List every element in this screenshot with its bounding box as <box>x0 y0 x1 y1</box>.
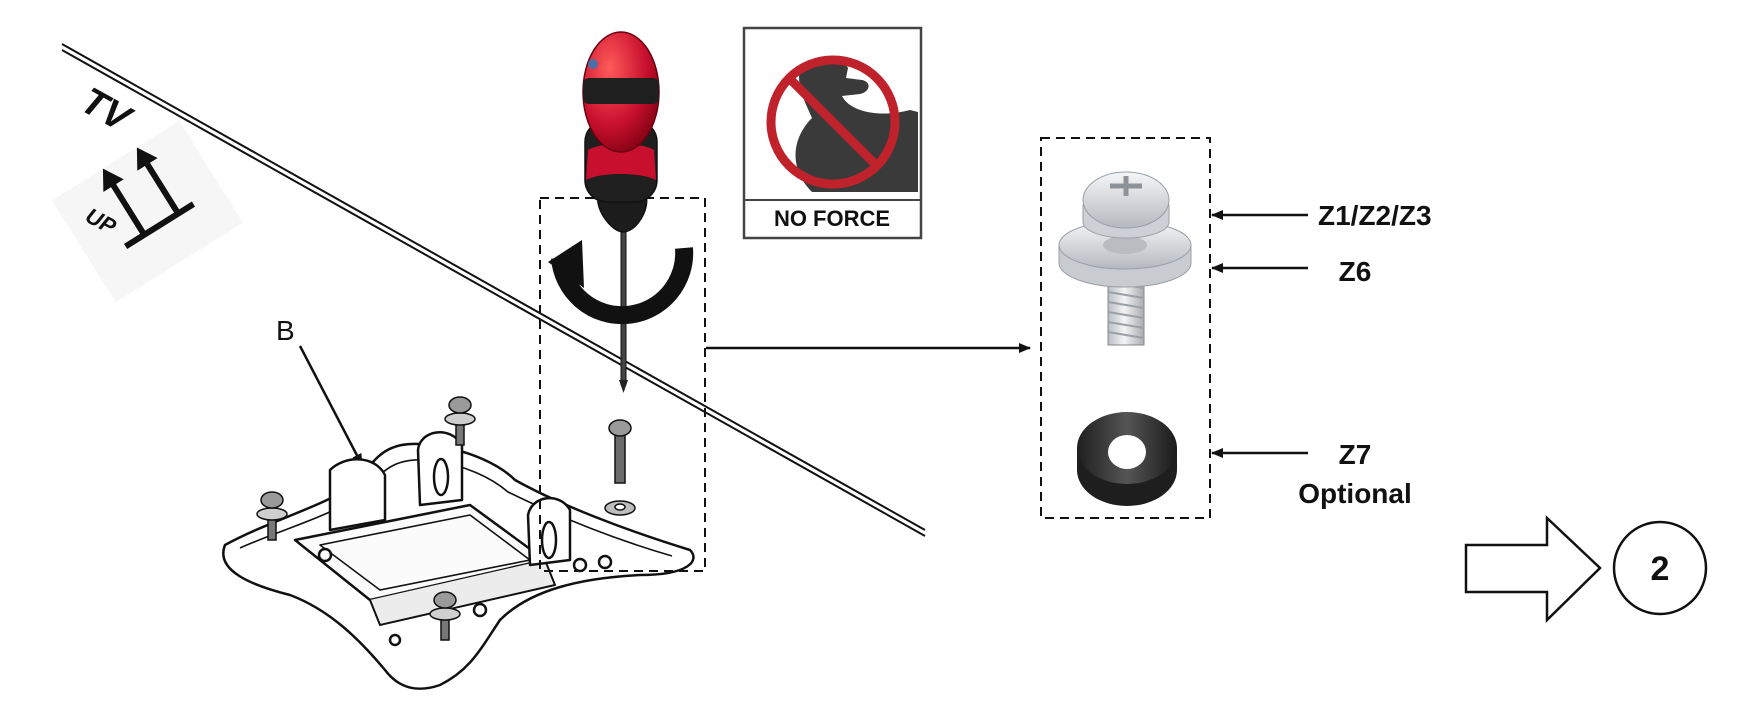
loose-washer <box>604 500 636 516</box>
bracket-screws <box>256 396 636 641</box>
bracket-screw <box>444 396 476 446</box>
rotate-arrow-icon <box>548 240 694 325</box>
part-callouts <box>1211 210 1308 458</box>
part-label-z1-z2-z3: Z1/Z2/Z3 <box>1318 200 1432 231</box>
no-force-icon <box>766 55 918 192</box>
part-note-z7: Optional <box>1298 478 1412 509</box>
loose-screw <box>608 419 632 484</box>
screw-head <box>1082 171 1170 239</box>
up-arrows-icon <box>52 120 243 303</box>
step-number-circle <box>1612 520 1708 616</box>
step-number: 2 <box>1651 550 1670 588</box>
bracket-plate <box>222 431 695 690</box>
next-step-indicator[interactable]: 2 <box>1464 515 1708 623</box>
part-label-z7: Z7 <box>1339 439 1372 470</box>
next-arrow-icon <box>1464 515 1602 623</box>
screwdriver-icon <box>582 31 660 393</box>
spacer-z7 <box>1077 412 1177 506</box>
parts-box <box>1040 137 1211 519</box>
no-force-label: NO FORCE <box>774 206 890 231</box>
no-force-sign: NO FORCE <box>742 26 923 240</box>
bracket-leader <box>298 345 364 466</box>
bracket-screw <box>256 491 288 541</box>
bracket-label: B <box>276 315 295 346</box>
bracket-screw <box>429 591 461 641</box>
tv-label: TV <box>74 80 139 142</box>
tv-surface-edge <box>61 43 926 537</box>
part-label-z6: Z6 <box>1339 256 1372 287</box>
